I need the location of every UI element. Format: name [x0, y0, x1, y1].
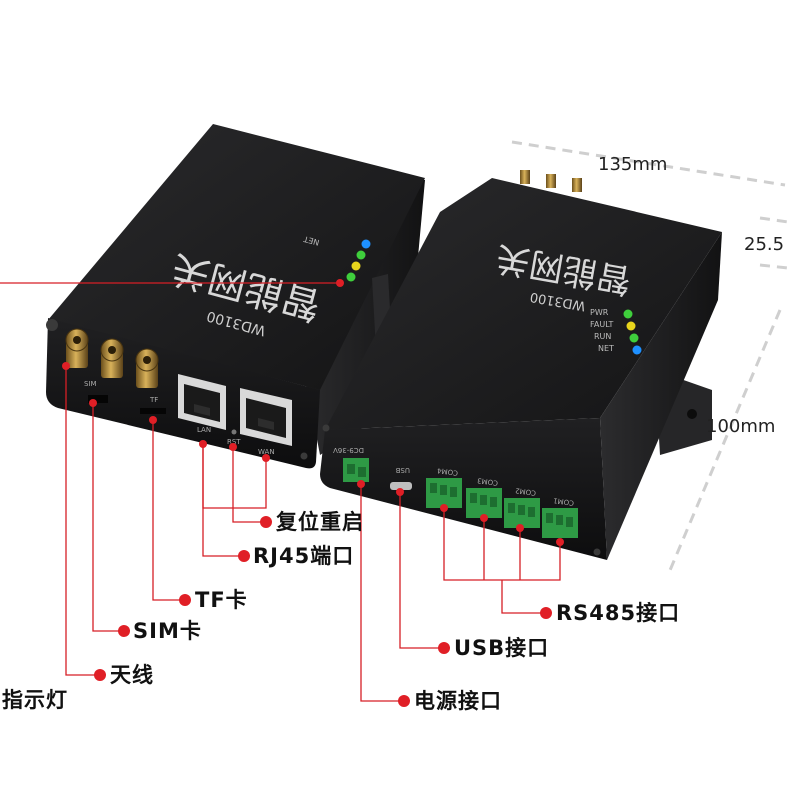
sim-silk: SIM: [84, 380, 97, 388]
led-net-icon: [361, 239, 371, 249]
callout-dots: [62, 362, 564, 707]
led-label-run: RUN: [594, 332, 611, 341]
com1-terminal-icon: [542, 508, 578, 538]
gateway-rear-view: 智能网关 WD3100 PWR FAULT RUN NET DC9-36V US…: [320, 170, 722, 560]
led-group: NET: [303, 234, 371, 287]
gateway-front-view: 智能网关 WD3100 NET: [46, 124, 425, 469]
callout-power: 电源接口: [414, 689, 502, 713]
callout-rj45: RJ45端口: [253, 544, 355, 568]
led-run-icon: [629, 333, 639, 343]
led-label-net: NET: [303, 234, 321, 247]
callout-lines: [0, 282, 561, 702]
device-top-face: [48, 124, 425, 390]
screw-icon-2: [300, 452, 308, 460]
led-fault-icon: [626, 321, 636, 331]
usb-port-icon: [390, 482, 412, 490]
reset-button-icon: [231, 429, 237, 435]
antenna-1-icon: [65, 328, 89, 368]
antenna-rear-icon-2: [546, 174, 556, 188]
usb-silk: USB: [395, 466, 410, 474]
com2-terminal-icon: [504, 498, 540, 528]
led-label-net-r: NET: [598, 344, 614, 353]
led-fault-icon: [351, 261, 361, 271]
led-run-icon: [356, 250, 366, 260]
antenna-3-icon: [135, 348, 159, 388]
lan-silk: LAN: [197, 426, 211, 434]
antenna-2-icon: [100, 338, 124, 378]
dimension-lines: [511, 140, 789, 576]
antenna-rear-icon-3: [572, 178, 582, 192]
rst-silk: RST: [227, 438, 241, 446]
com3-terminal-icon: [466, 488, 502, 518]
callout-antenna: 天线: [110, 663, 154, 687]
antenna-rear-icon: [520, 170, 530, 184]
callout-rs485: RS485接口: [556, 601, 681, 625]
led-pwr-icon: [346, 272, 356, 282]
dimension-height: 25.5: [744, 234, 785, 255]
dimension-width: 100mm: [706, 416, 776, 437]
com3-silk: COM3: [477, 476, 499, 487]
callout-indicator: 指示灯: [2, 688, 68, 712]
lan-port-icon: [178, 374, 226, 430]
device-top-face-right: [325, 178, 722, 430]
com4-terminal-icon: [426, 478, 462, 508]
callout-tf: TF卡: [195, 588, 248, 612]
led-group-right: PWR FAULT RUN NET: [590, 308, 642, 355]
dimension-length: 135mm: [598, 154, 668, 175]
callout-usb: USB接口: [454, 636, 550, 660]
screw-icon: [46, 319, 58, 331]
wan-silk: WAN: [258, 448, 275, 456]
callout-reset: 复位重启: [276, 510, 364, 534]
com4-silk: COM4: [436, 466, 458, 477]
device-side-face-right: [600, 232, 722, 560]
power-silk: DC9-36V: [333, 446, 364, 454]
led-label-fault: FAULT: [590, 320, 614, 329]
screw-icon-4: [593, 548, 601, 556]
callout-sim: SIM卡: [133, 619, 202, 643]
led-label-pwr: PWR: [590, 308, 609, 317]
sim-slot-icon: [88, 395, 108, 403]
power-terminal-icon: [343, 458, 369, 482]
led-pwr-icon: [623, 309, 633, 319]
com2-silk: COM2: [515, 486, 537, 497]
led-net-icon: [632, 345, 642, 355]
wan-port-icon: [240, 388, 292, 446]
tf-silk: TF: [149, 396, 158, 404]
tf-slot-icon: [140, 408, 166, 414]
device-rear-face: [320, 418, 607, 560]
com1-silk: COM1: [553, 496, 575, 507]
antenna-connectors: [46, 319, 159, 388]
screw-icon-3: [322, 424, 330, 432]
